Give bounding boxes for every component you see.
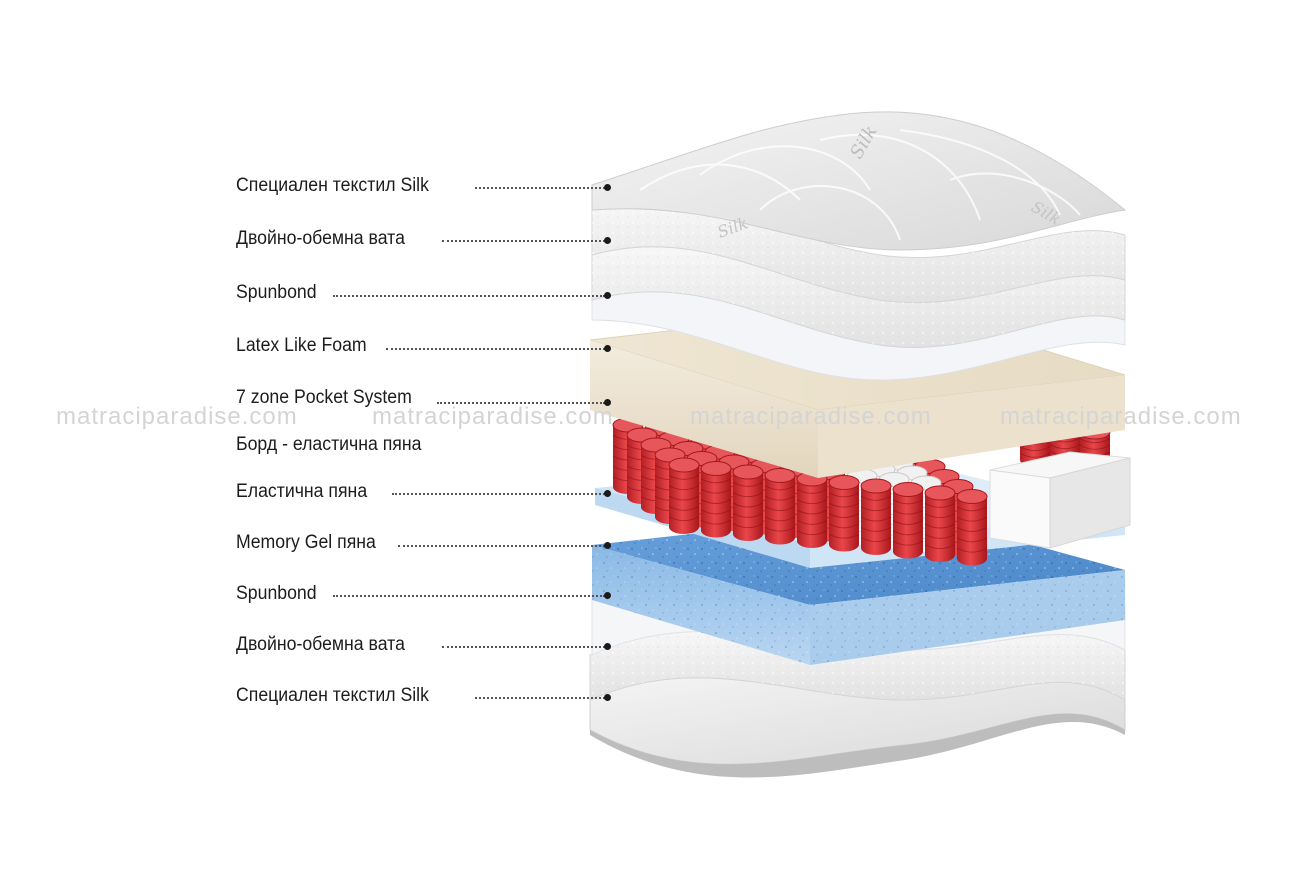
red-pocket-spring <box>700 461 732 538</box>
latex-foam-side <box>590 340 818 478</box>
label-memory-gel: Memory Gel пяна <box>236 532 376 553</box>
label-foam-board: Борд - еластична пяна <box>236 434 422 455</box>
leader-silk-bottom <box>475 697 605 699</box>
label-wadding-bottom: Двойно-обемна вата <box>236 634 405 655</box>
dot-silk-bottom <box>604 694 611 701</box>
top-silk-fabric <box>591 111 1127 251</box>
watermark-2: matraciparadise.com <box>372 403 614 430</box>
red-pocket-spring <box>668 457 700 534</box>
watermark-1: matraciparadise.com <box>56 403 298 430</box>
red-pocket-spring <box>732 464 764 541</box>
label-spunbond-bottom: Spunbond <box>236 583 317 604</box>
label-elastic-foam: Еластична пяна <box>236 481 368 502</box>
foam-board-front <box>989 469 1051 549</box>
watermark-4: matraciparadise.com <box>1000 403 1242 430</box>
label-latex-foam: Latex Like Foam <box>236 335 367 356</box>
red-pocket-spring <box>828 475 860 552</box>
dot-silk-top <box>604 184 611 191</box>
leader-wadding-bottom <box>442 646 605 648</box>
leader-elastic-foam <box>392 493 605 495</box>
leader-spunbond-bottom <box>333 595 605 597</box>
dot-latex-foam <box>604 345 611 352</box>
leader-pocket-system <box>437 402 605 404</box>
dot-wadding-top <box>604 237 611 244</box>
dot-memory-gel <box>604 542 611 549</box>
red-pocket-spring <box>860 478 892 555</box>
label-silk-bottom: Специален текстил Silk <box>236 685 429 706</box>
label-spunbond-top: Spunbond <box>236 282 317 303</box>
red-pocket-spring <box>892 482 924 559</box>
dot-pocket-system <box>604 399 611 406</box>
red-pocket-spring <box>956 489 988 566</box>
red-pocket-spring <box>924 485 956 562</box>
red-pocket-spring <box>796 471 828 548</box>
dot-elastic-foam <box>604 490 611 497</box>
leader-spunbond-top <box>333 295 605 297</box>
dot-wadding-bottom <box>604 643 611 650</box>
silk-pattern <box>639 129 1081 241</box>
leader-latex-foam <box>386 348 605 350</box>
label-pocket-system: 7 zone Pocket System <box>236 387 412 408</box>
leader-silk-top <box>475 187 605 189</box>
dot-spunbond-bottom <box>604 592 611 599</box>
red-pocket-spring <box>764 468 796 545</box>
leader-wadding-top <box>442 240 605 242</box>
label-silk-top: Специален текстил Silk <box>236 175 429 196</box>
dot-spunbond-top <box>604 292 611 299</box>
leader-memory-gel <box>398 545 605 547</box>
label-wadding-top: Двойно-обемна вата <box>236 228 405 249</box>
watermark-3: matraciparadise.com <box>690 403 932 430</box>
